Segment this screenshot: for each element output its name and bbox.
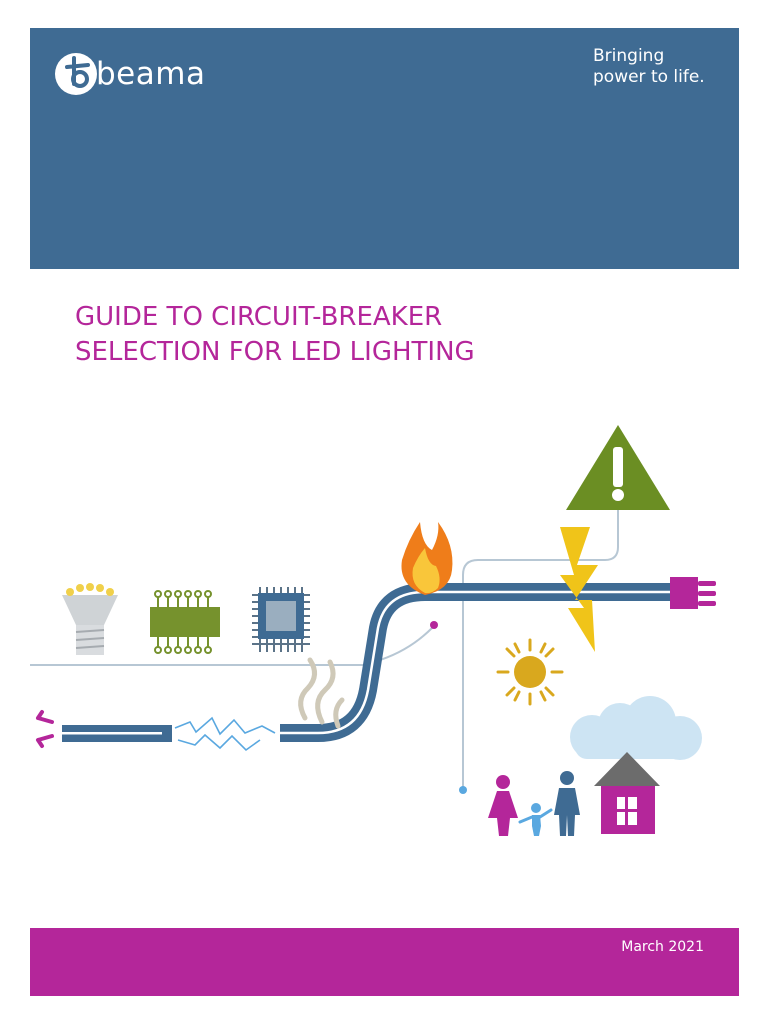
header-band: beama Bringing power to life. <box>30 28 739 269</box>
circuit-board-icon <box>150 590 220 654</box>
led-bulb-icon <box>62 583 118 655</box>
cloud-icon <box>570 696 702 760</box>
main-cable <box>280 583 672 742</box>
arrows-icon <box>36 710 54 748</box>
wire-dot-blue <box>459 786 467 794</box>
smoke-icon <box>298 657 345 729</box>
publication-date: March 2021 <box>621 939 704 955</box>
plug-icon <box>670 577 716 609</box>
brand-logo: beama <box>54 52 205 96</box>
sun-icon <box>496 638 564 706</box>
microchip-icon <box>252 587 310 652</box>
wire-dot-magenta <box>430 621 438 629</box>
house-icon <box>594 752 660 834</box>
family-icon <box>488 771 580 836</box>
flame-icon <box>401 522 453 595</box>
warning-wire <box>462 500 619 790</box>
title-line-1: GUIDE TO CIRCUIT-BREAKER <box>75 302 443 332</box>
title-line-2: SELECTION FOR LED LIGHTING <box>75 337 475 367</box>
beama-logo-icon <box>55 53 97 95</box>
footer-band: March 2021 <box>30 928 739 996</box>
tagline-line-1: Bringing <box>593 46 665 66</box>
tagline: Bringing power to life. <box>593 46 705 88</box>
broken-cable <box>62 725 172 742</box>
warning-triangle-icon <box>566 425 670 510</box>
document-title: GUIDE TO CIRCUIT-BREAKER SELECTION FOR L… <box>75 300 475 370</box>
spark-icon <box>174 716 276 752</box>
circuit-illustration <box>30 425 716 836</box>
tagline-line-2: power to life. <box>593 67 705 87</box>
brand-name: beama <box>96 56 206 92</box>
lightning-bolt-icon <box>560 527 598 652</box>
grey-wire-branch <box>379 627 433 661</box>
